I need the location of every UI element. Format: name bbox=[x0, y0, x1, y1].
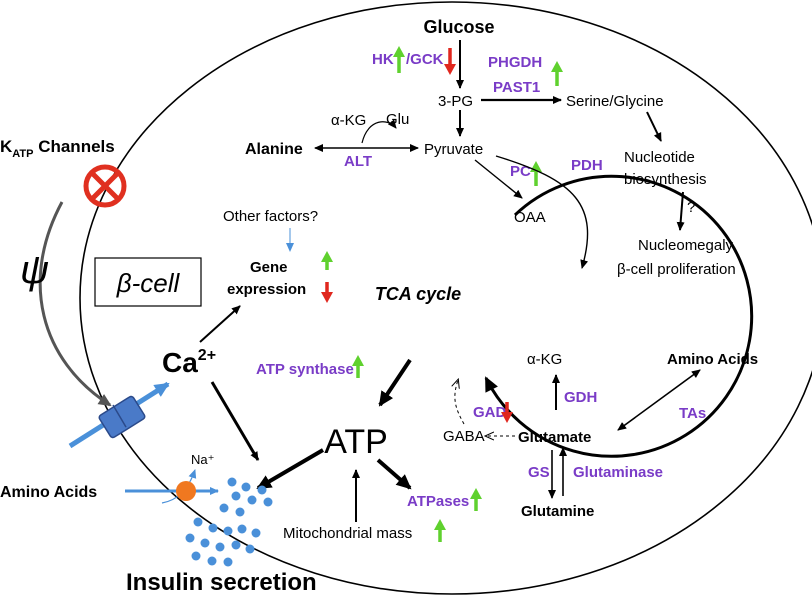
inhibited-channel-icon bbox=[83, 164, 127, 208]
atpases-label: ATPases bbox=[407, 493, 469, 510]
membrane-potential-arrow bbox=[38, 201, 112, 407]
insulin-secretion-label: Insulin secretion bbox=[126, 569, 317, 595]
tca-to-atp-arrow bbox=[378, 358, 412, 407]
up-arrow-icon bbox=[530, 161, 542, 186]
aa-glutamate-transamination-arrow bbox=[617, 369, 701, 431]
insulin-granules-icon bbox=[185, 477, 273, 567]
glutamine-label: Glutamine bbox=[521, 503, 594, 520]
question-mark: ? bbox=[687, 199, 695, 216]
phgdh-label: PHGDH bbox=[488, 54, 542, 71]
past1-label: PAST1 bbox=[493, 79, 540, 96]
amino-acids-right-label: Amino Acids bbox=[667, 351, 758, 368]
serine-to-nucleotide-arrow bbox=[646, 111, 662, 142]
nucleomegaly-label: Nucleomegaly bbox=[638, 237, 734, 254]
nucleotide-line2: biosynthesis bbox=[624, 171, 707, 188]
beta-cell-label: β-cell bbox=[116, 268, 181, 298]
alt-label: ALT bbox=[344, 153, 372, 170]
akg-glu-exchange-arrow bbox=[361, 119, 397, 144]
gck-label: /GCK bbox=[406, 51, 444, 68]
tca-cycle-ring bbox=[484, 174, 754, 458]
pyruvate-label: Pyruvate bbox=[424, 141, 483, 158]
akg-top-label: α-KG bbox=[331, 112, 366, 129]
amino-acids-left-label: Amino Acids bbox=[0, 484, 97, 501]
atp-label: ATP bbox=[324, 423, 388, 461]
gaba-label: GABA bbox=[443, 428, 485, 445]
calcium-label: Ca2+ bbox=[162, 347, 216, 378]
pdh-to-tca-arrow bbox=[495, 155, 589, 269]
calcium-to-gene-arrow bbox=[199, 305, 241, 343]
down-arrow-icon bbox=[501, 402, 513, 423]
proliferation-label: β-cell proliferation bbox=[617, 261, 736, 278]
expression-label: expression bbox=[227, 281, 306, 298]
sodium-label: Na⁺ bbox=[191, 452, 214, 467]
down-arrow-icon bbox=[444, 48, 456, 75]
atp-to-insulin-arrow bbox=[256, 448, 325, 490]
nucleotide-to-nucleomegaly-arrow bbox=[676, 191, 685, 231]
down-arrow-icon bbox=[321, 282, 333, 303]
atp-to-atpases-arrow bbox=[376, 458, 412, 490]
other-factors-label: Other factors? bbox=[223, 208, 318, 225]
mito-mass-label: Mitochondrial mass bbox=[283, 525, 412, 542]
up-arrow-icon bbox=[551, 61, 563, 86]
psi-symbol: ψ bbox=[20, 248, 49, 292]
cell-membrane bbox=[79, 1, 812, 595]
up-arrow-icon bbox=[352, 355, 364, 378]
gdh-label: GDH bbox=[564, 389, 597, 406]
katp-label: KATP Channels bbox=[0, 137, 115, 160]
nucleotide-line1: Nucleotide bbox=[624, 149, 695, 166]
beta-cell-box bbox=[94, 257, 202, 307]
gs-label: GS bbox=[528, 464, 550, 481]
alanine-label: Alanine bbox=[245, 141, 303, 158]
pyruvate-to-oaa-arrow bbox=[474, 159, 523, 199]
serine-glycine-label: Serine/Glycine bbox=[566, 93, 664, 110]
tca-cycle-label: TCA cycle bbox=[375, 284, 461, 304]
glucose-label: Glucose bbox=[423, 17, 494, 37]
up-arrow-icon bbox=[321, 251, 333, 270]
hk-label: HK bbox=[372, 51, 394, 68]
calcium-to-insulin-arrow bbox=[210, 381, 260, 461]
gaba-to-tca-arrow bbox=[455, 380, 465, 425]
up-arrow-icon bbox=[393, 46, 405, 73]
pdh-label: PDH bbox=[571, 157, 603, 174]
pc-label: PC bbox=[510, 163, 531, 180]
atp-synthase-label: ATP synthase bbox=[256, 361, 354, 378]
glutaminase-label: Glutaminase bbox=[573, 464, 663, 481]
3pg-label: 3-PG bbox=[438, 93, 473, 110]
up-arrow-icon bbox=[434, 519, 446, 542]
glutamate-label: Glutamate bbox=[518, 429, 591, 446]
up-arrow-icon bbox=[470, 488, 482, 511]
calcium-channel-icon bbox=[98, 395, 146, 439]
tas-label: TAs bbox=[679, 405, 706, 422]
amino-acid-transporter-icon bbox=[176, 481, 196, 501]
glu-label: Glu bbox=[386, 111, 409, 128]
gad-label: GAD bbox=[473, 404, 507, 421]
akg-right-label: α-KG bbox=[527, 351, 562, 368]
oaa-label: OAA bbox=[514, 209, 546, 226]
gene-label: Gene bbox=[250, 259, 288, 276]
